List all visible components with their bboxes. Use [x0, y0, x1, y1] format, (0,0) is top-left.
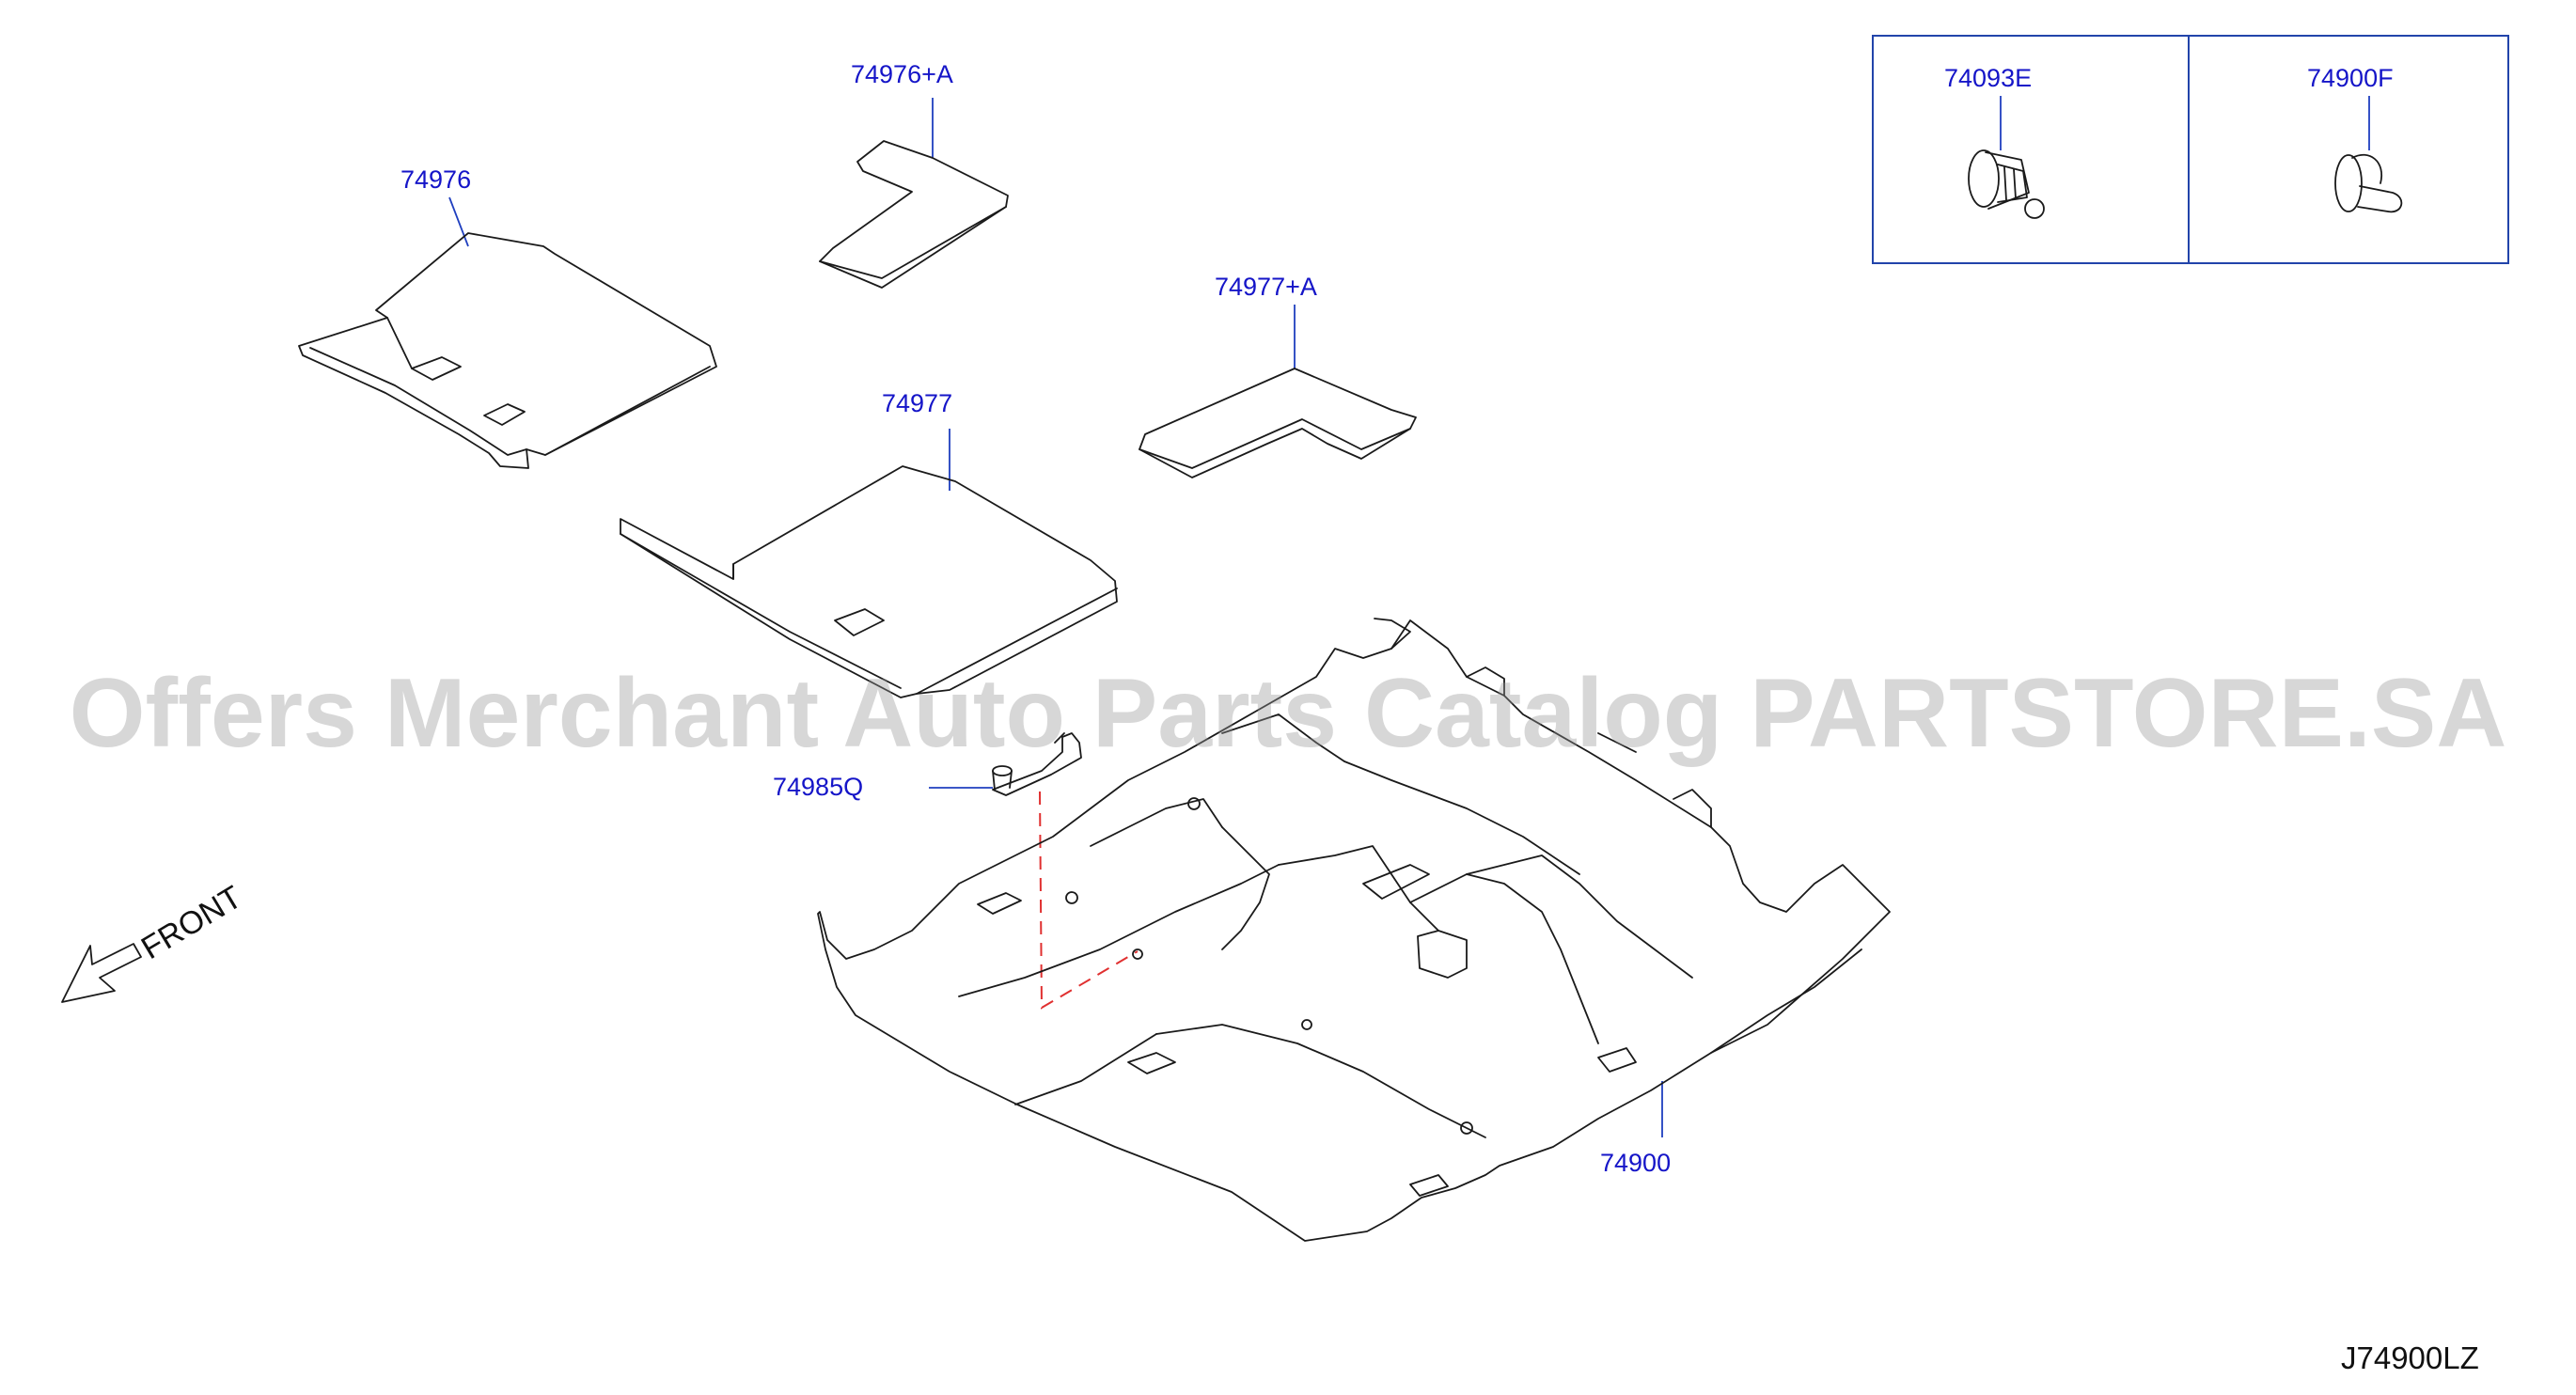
installation-guide-dashed	[1039, 791, 1139, 1010]
mat-74977-illustration[interactable]	[620, 429, 1118, 698]
callout-74976[interactable]: 74976	[401, 165, 472, 194]
clip-74093e-illustration[interactable]	[1968, 96, 2045, 219]
callout-74985q[interactable]: 74985Q	[773, 773, 864, 801]
inset-box-74900f	[2188, 35, 2509, 264]
callout-74093e[interactable]: 74093E	[1944, 64, 2033, 92]
callout-74900f[interactable]: 74900F	[2307, 64, 2394, 92]
watermark-text: Offers Merchant Auto Parts Catalog PARTS…	[69, 659, 2507, 768]
mat-74976-illustration[interactable]	[298, 196, 717, 469]
clip-74900f-illustration[interactable]	[2334, 96, 2403, 213]
floor-carpet-74900-illustration[interactable]	[817, 618, 1891, 1242]
mat-74977a-illustration[interactable]	[1139, 305, 1417, 478]
callout-74976a[interactable]: 74976+A	[851, 60, 953, 88]
diagram-code: J74900LZ	[2341, 1340, 2479, 1375]
callout-74977a[interactable]: 74977+A	[1215, 273, 1317, 301]
callout-74900[interactable]: 74900	[1600, 1149, 1672, 1177]
callout-74977[interactable]: 74977	[882, 389, 953, 417]
mat-74976a-illustration[interactable]	[819, 98, 1009, 289]
hook-74985q-illustration[interactable]	[929, 732, 1082, 796]
